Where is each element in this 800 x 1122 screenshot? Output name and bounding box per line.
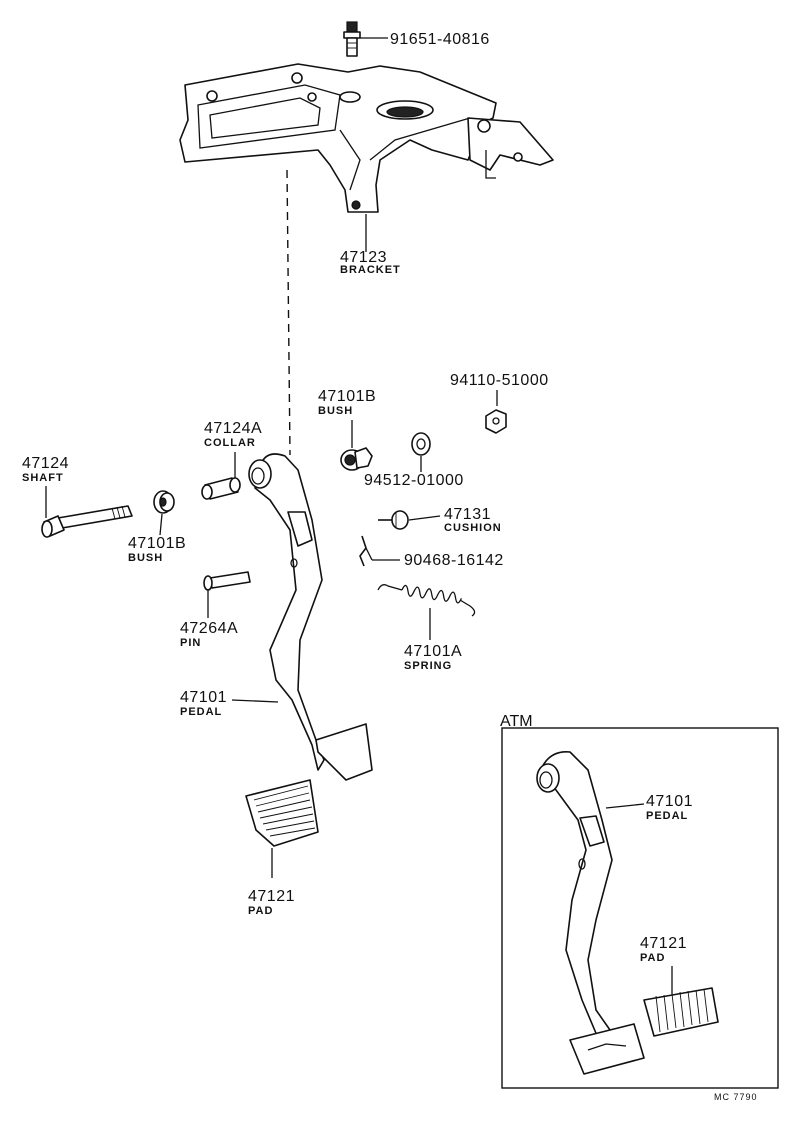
- shaft-part-name: SHAFT: [22, 472, 64, 484]
- bush-right-part: [340, 447, 373, 471]
- shaft-part-number: 47124: [22, 455, 69, 472]
- pedal-part-number: 47101: [180, 689, 227, 706]
- bracket-part: [179, 63, 554, 213]
- alignment-dashed-line: [286, 169, 291, 456]
- clip-part-number: 90468-16142: [404, 552, 504, 569]
- atm-pad-part-name: PAD: [640, 952, 665, 964]
- bolt-part-number: 91651-40816: [390, 31, 490, 48]
- bush-left-part-number: 47101B: [128, 535, 186, 552]
- collar-part: [201, 477, 241, 500]
- atm-pedal-part: [536, 751, 645, 1075]
- bush-left-part-name: BUSH: [128, 552, 163, 564]
- bush-left-part: [153, 490, 175, 514]
- bush-right-part-name: BUSH: [318, 405, 353, 417]
- spring-part-number: 47101A: [404, 643, 462, 660]
- bracket-part-name: BRACKET: [340, 264, 401, 276]
- shaft-part: [41, 505, 133, 538]
- pad-part-number: 47121: [248, 888, 295, 905]
- pad-part: [245, 779, 319, 847]
- atm-box-title: ATM: [500, 713, 533, 730]
- bush-left-leader: [159, 513, 163, 536]
- pedal-part: [248, 453, 373, 781]
- pin-part: [203, 571, 251, 591]
- cushion-part: [378, 510, 409, 530]
- atm-pedal-leader: [605, 803, 645, 809]
- cushion-part-name: CUSHION: [444, 522, 502, 534]
- nut-part-number: 94110-51000: [450, 372, 549, 389]
- atm-pedal-part-name: PEDAL: [646, 810, 688, 822]
- bracket-part-number: 47123: [340, 249, 387, 266]
- bolt-part: [343, 21, 361, 57]
- pin-part-name: PIN: [180, 637, 201, 649]
- spring-part: [377, 584, 476, 617]
- atm-box: [501, 727, 779, 1089]
- clip-part: [359, 535, 373, 567]
- cushion-part-number: 47131: [444, 506, 491, 523]
- spring-part-name: SPRING: [404, 660, 452, 672]
- pad-part-name: PAD: [248, 905, 273, 917]
- pedal-part-name: PEDAL: [180, 706, 222, 718]
- cushion-leader: [408, 515, 441, 521]
- collar-part-number: 47124A: [204, 420, 262, 437]
- washer-part-number: 94512-01000: [364, 472, 464, 489]
- washer-part: [411, 432, 431, 456]
- atm-pedal-part-number: 47101: [646, 793, 693, 810]
- pedal-leader: [231, 699, 279, 703]
- drawing-code: MC 7790: [714, 1092, 758, 1102]
- collar-part-name: COLLAR: [204, 437, 256, 449]
- bush-right-part-number: 47101B: [318, 388, 376, 405]
- atm-pad-part: [643, 987, 719, 1037]
- pin-part-number: 47264A: [180, 620, 238, 637]
- nut-part: [485, 409, 507, 434]
- atm-pad-part-number: 47121: [640, 935, 687, 952]
